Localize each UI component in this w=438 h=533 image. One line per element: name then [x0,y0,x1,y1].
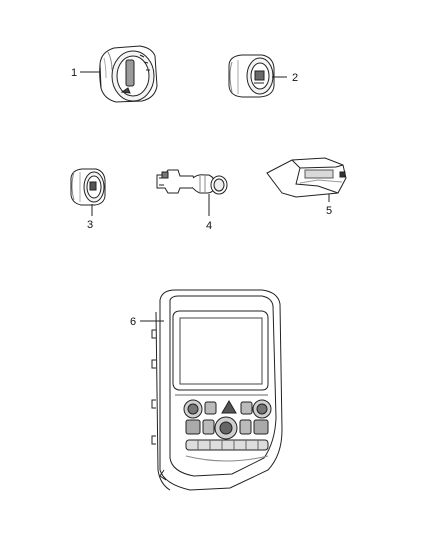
callout-1: 1 [71,67,77,79]
callout-4: 4 [206,220,212,232]
callout-2: 2 [292,72,298,84]
push-button-switch-icon [229,55,274,97]
switch-bezel-icon [267,158,346,197]
push-button-switch-icon [71,169,105,205]
callout-5: 5 [326,205,332,217]
connector-plug-icon [157,170,227,194]
callout-3: 3 [87,219,93,231]
callout-6: 6 [130,316,136,328]
radio-control-panel-icon [152,290,282,490]
headlamp-switch-icon [100,46,157,102]
